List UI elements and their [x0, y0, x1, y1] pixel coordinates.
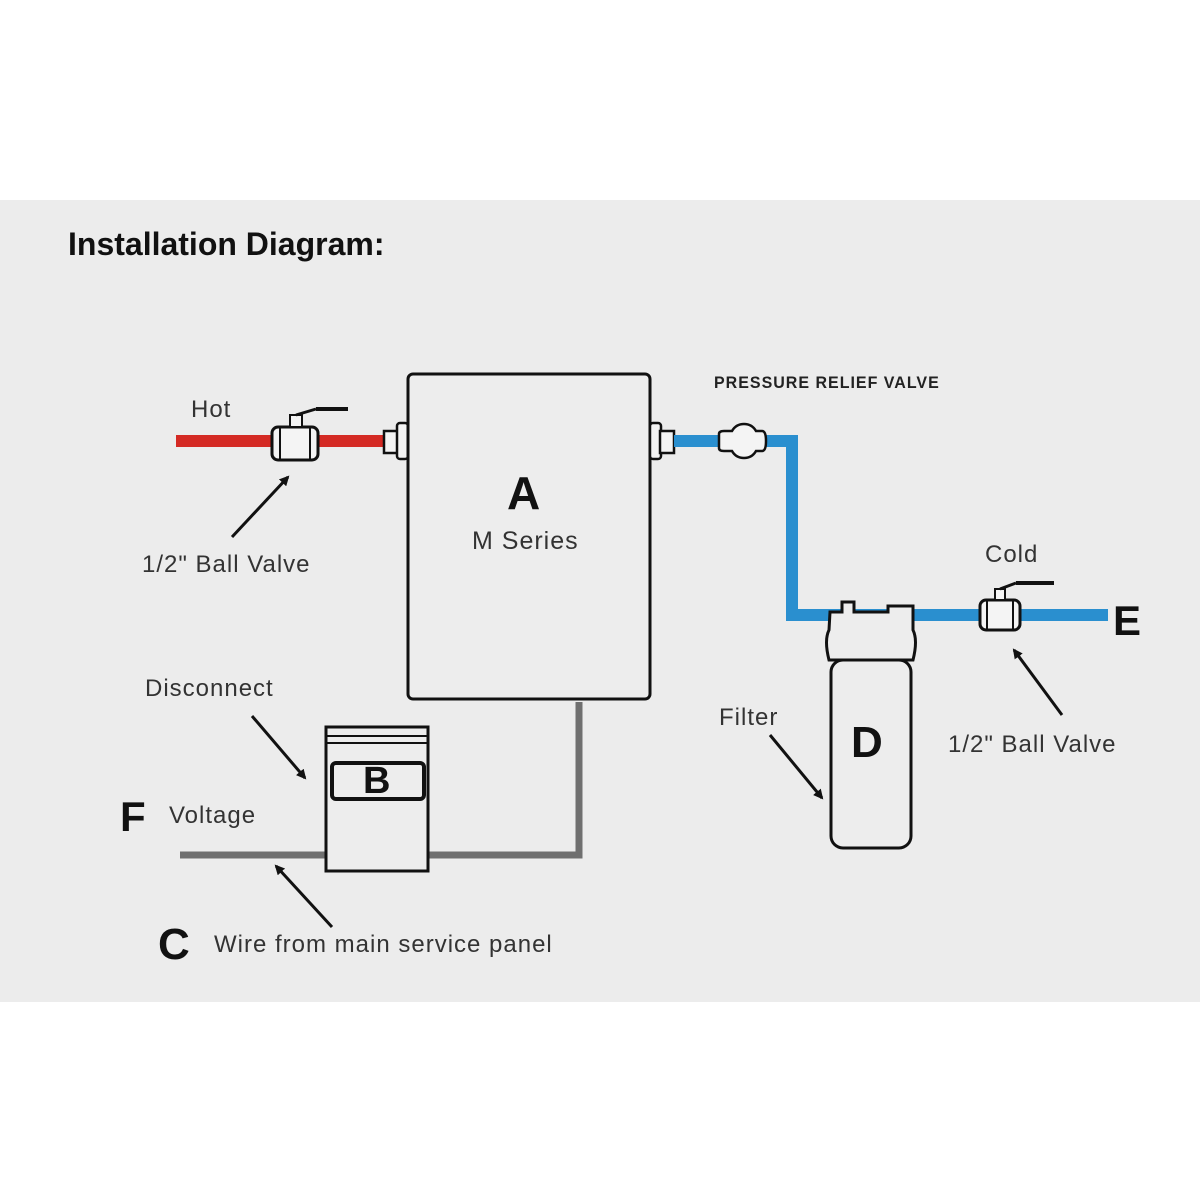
wire-letter: C	[158, 920, 190, 969]
disconnect-label: Disconnect	[145, 675, 274, 702]
cold-valve-arrow-icon	[1012, 648, 1064, 716]
cold-ball-valve-icon	[978, 581, 1054, 632]
cold-valve-label: 1/2" Ball Valve	[948, 731, 1117, 758]
diagram-title: Installation Diagram:	[68, 226, 385, 262]
hot-valve-arrow-icon	[230, 475, 290, 539]
pressure-relief-valve-icon	[717, 422, 768, 460]
heater-outlet-fitting-icon	[648, 421, 676, 461]
cold-label: Cold	[985, 541, 1039, 568]
water-filter-icon	[825, 600, 917, 850]
voltage-letter: F	[120, 793, 146, 840]
supply-wire	[180, 702, 583, 859]
filter-letter: D	[851, 718, 883, 767]
wire-description: Wire from main service panel	[214, 931, 553, 958]
cold-water-pipe	[674, 435, 1108, 621]
filter-label: Filter	[719, 704, 779, 731]
hot-valve-label: 1/2" Ball Valve	[142, 551, 311, 578]
heater-letter: A	[507, 467, 541, 519]
wire-arrow-icon	[274, 864, 334, 929]
filter-arrow-icon	[768, 734, 824, 800]
disconnect-arrow-icon	[250, 715, 307, 780]
voltage-label: Voltage	[169, 802, 257, 829]
heater-inlet-fitting-icon	[382, 421, 410, 461]
heater-model-label: M Series	[472, 527, 579, 555]
pressure-relief-valve-label: PRESSURE RELIEF VALVE	[714, 374, 940, 393]
outlet-letter: E	[1113, 597, 1142, 644]
disconnect-letter: B	[363, 760, 391, 802]
hot-label: Hot	[191, 396, 232, 423]
water-heater-unit	[406, 372, 652, 701]
hot-ball-valve-icon	[270, 407, 348, 462]
disconnect-switch-icon	[324, 725, 430, 873]
